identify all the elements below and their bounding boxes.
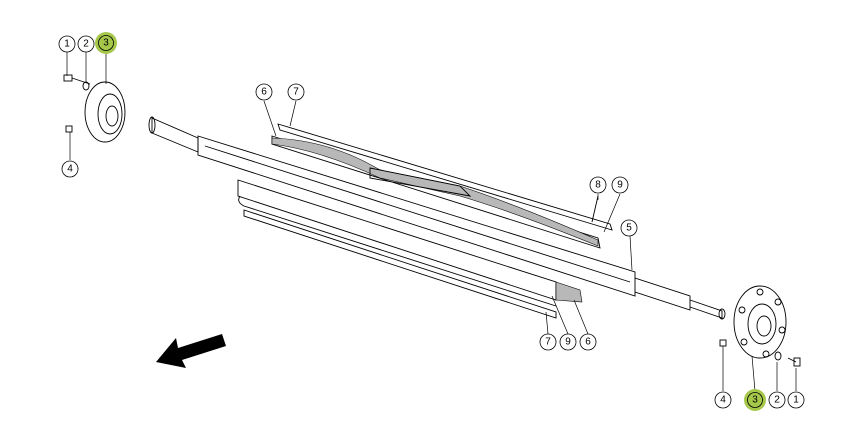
callout-1-left: 1 (58, 35, 76, 53)
svg-text:1: 1 (64, 39, 70, 50)
upper-blade-assembly (271, 123, 613, 249)
lower-blade-assembly (237, 179, 583, 319)
callout-4-left: 4 (61, 160, 79, 178)
callout-6-upper: 6 (255, 83, 273, 101)
svg-text:7: 7 (545, 337, 551, 348)
callout-5: 5 (620, 219, 638, 237)
left-bearing-flange (63, 74, 126, 143)
callout-7-upper: 7 (287, 83, 305, 101)
callout-8: 8 (589, 176, 607, 194)
callout-4-right: 4 (714, 391, 732, 409)
svg-text:2: 2 (774, 395, 780, 406)
callout-1-right: 1 (787, 391, 805, 409)
svg-text:5: 5 (626, 223, 632, 234)
svg-text:3: 3 (103, 38, 109, 49)
callout-7-lower: 7 (539, 333, 557, 351)
shaft (148, 116, 726, 320)
svg-text:6: 6 (585, 337, 591, 348)
callout-6-lower: 6 (579, 333, 597, 351)
svg-text:8: 8 (595, 180, 601, 191)
callout-2-left: 2 (77, 35, 95, 53)
svg-text:1: 1 (793, 395, 799, 406)
callout-9-lower: 9 (559, 333, 577, 351)
callout-3-right-highlighted[interactable]: 3 (744, 389, 766, 411)
callout-9-upper: 9 (611, 176, 629, 194)
svg-text:9: 9 (565, 337, 571, 348)
svg-text:3: 3 (752, 395, 758, 406)
svg-text:4: 4 (720, 395, 726, 406)
arrow-down-left-icon (156, 334, 226, 368)
svg-text:6: 6 (261, 87, 267, 98)
svg-text:4: 4 (67, 164, 73, 175)
right-bearing-flange (719, 285, 801, 367)
leader-lines (66, 52, 797, 392)
svg-text:2: 2 (83, 39, 89, 50)
screw (591, 195, 599, 223)
svg-text:7: 7 (293, 87, 299, 98)
svg-text:9: 9 (617, 180, 623, 191)
callout-3-left-highlighted[interactable]: 3 (95, 32, 117, 54)
callout-2-right: 2 (768, 391, 786, 409)
